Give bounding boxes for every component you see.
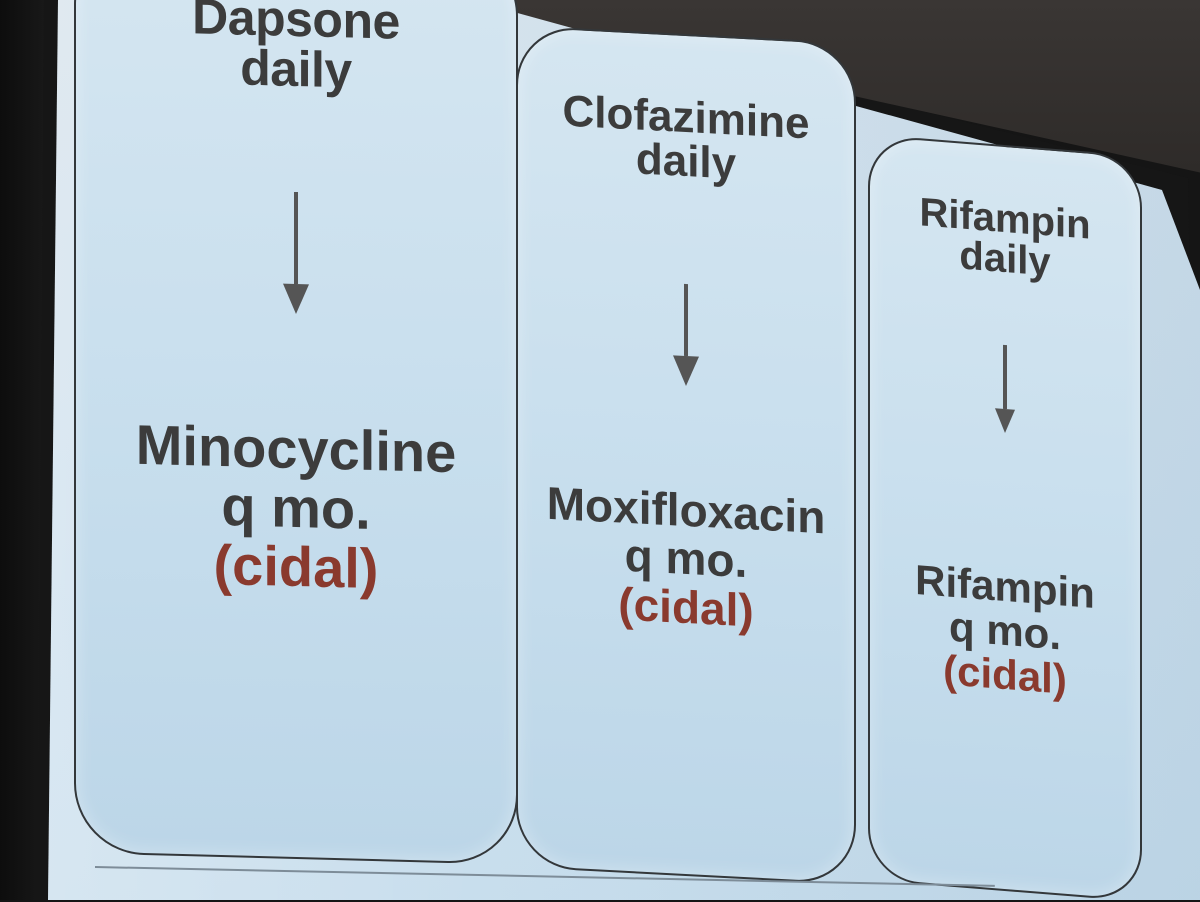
effect-label: (cidal)	[213, 532, 379, 600]
daily-dose-block: Rifampin daily	[870, 188, 1140, 289]
monthly-dose-block: Minocycline q mo. (cidal)	[76, 412, 516, 602]
regimen-panel-dapsone: Dapsone daily Minocycline q mo. (cidal)	[74, 0, 518, 865]
regimen-panel-clofazimine: Clofazimine daily Moxifloxacin q mo. (ci…	[516, 25, 856, 885]
monthly-drug-name: Minocycline	[135, 412, 457, 485]
monthly-dose-block: Rifampin q mo. (cidal)	[870, 554, 1140, 708]
down-arrow-icon	[281, 191, 311, 315]
down-arrow-icon	[671, 283, 701, 387]
daily-dose-block: Dapsone daily	[76, 0, 516, 100]
regimen-panel-rifampin: Rifampin daily Rifampin q mo. (cidal)	[868, 134, 1142, 902]
daily-frequency: daily	[240, 39, 352, 99]
daily-dose-block: Clofazimine daily	[518, 87, 854, 193]
monthly-dose-block: Moxifloxacin q mo. (cidal)	[518, 477, 854, 639]
down-arrow-icon	[990, 344, 1020, 434]
